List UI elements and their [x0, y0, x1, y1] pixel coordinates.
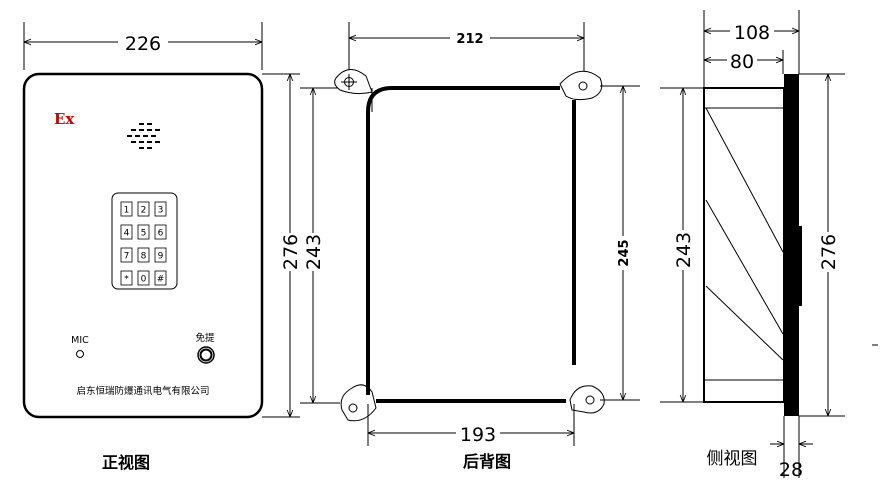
mounting-ears	[334, 69, 605, 422]
front-view-caption: 正视图	[102, 453, 150, 472]
back-view: 212 245 193	[334, 22, 640, 471]
keypad-key-label: 3	[158, 206, 164, 216]
keypad-key	[120, 224, 133, 240]
keypad-key	[154, 224, 167, 240]
keypad-key	[154, 270, 167, 286]
keypad-key	[137, 224, 150, 240]
side-view-caption: 侧视图	[707, 449, 758, 469]
mounting-hole-icons	[344, 77, 595, 413]
front-height-dims: 276 243	[262, 73, 340, 418]
front-inner-height-dim: 243	[303, 234, 325, 270]
keypad-key-label: 1	[124, 206, 130, 216]
handsfree-label: 免提	[195, 332, 215, 344]
side-view: 108 80 243 276 28	[660, 10, 878, 481]
keypad-key-label: 8	[141, 252, 147, 262]
side-height-dim: 243	[673, 232, 695, 268]
keypad-key-label: 0	[141, 275, 147, 285]
keypad-key-label: 6	[158, 229, 164, 239]
company-name: 启东恒瑞防爆通讯电气有限公司	[76, 385, 209, 397]
keypad-key	[154, 201, 167, 217]
keypad-key-label: 5	[141, 229, 147, 239]
keypad-key-label: 4	[124, 229, 130, 239]
back-view-caption: 后背图	[463, 452, 511, 471]
keypad-key-label: #	[157, 275, 165, 285]
keypad-key	[120, 247, 133, 263]
keypad-key-label: *	[124, 275, 129, 285]
back-top-dim: 212	[456, 32, 483, 47]
mic-label: MIC	[71, 335, 89, 346]
section-hatch	[705, 107, 784, 361]
side-flange	[784, 74, 799, 416]
side-overall-depth-dim: 108	[734, 22, 770, 44]
handsfree-button-icon	[197, 346, 215, 364]
speaker-grille-icon	[127, 123, 160, 149]
keypad-key	[137, 270, 150, 286]
keypad	[111, 192, 178, 290]
front-width-dim: 226	[125, 33, 161, 55]
back-bottom-dim: 193	[460, 424, 496, 446]
keypad-key	[137, 247, 150, 263]
side-overall-height-dim: 276	[818, 234, 840, 270]
keypad-key	[154, 247, 167, 263]
keypad-key	[120, 201, 133, 217]
mic-hole-icon	[76, 350, 84, 358]
side-flange-dim: 28	[779, 459, 803, 481]
keypad-key-label: 2	[141, 206, 147, 216]
keypad-key-label: 9	[158, 252, 164, 262]
keypad-key-label: 7	[124, 252, 130, 262]
back-right-dim: 245	[617, 239, 632, 266]
side-body-depth-dim: 80	[730, 51, 754, 73]
front-height-dim: 276	[280, 234, 302, 270]
front-view: 226 Ex 1 2 3 4 5 6 7 8 9 * 0 # MIC 免提 启东恒瑞防爆通讯电气有限公…	[22, 22, 264, 472]
side-body	[703, 87, 785, 403]
ex-mark: Ex	[54, 110, 75, 128]
keypad-keys: 1 2 3 4 5 6 7 8 9 * 0 #	[120, 201, 167, 286]
keypad-key	[120, 270, 133, 286]
keypad-key	[137, 201, 150, 217]
